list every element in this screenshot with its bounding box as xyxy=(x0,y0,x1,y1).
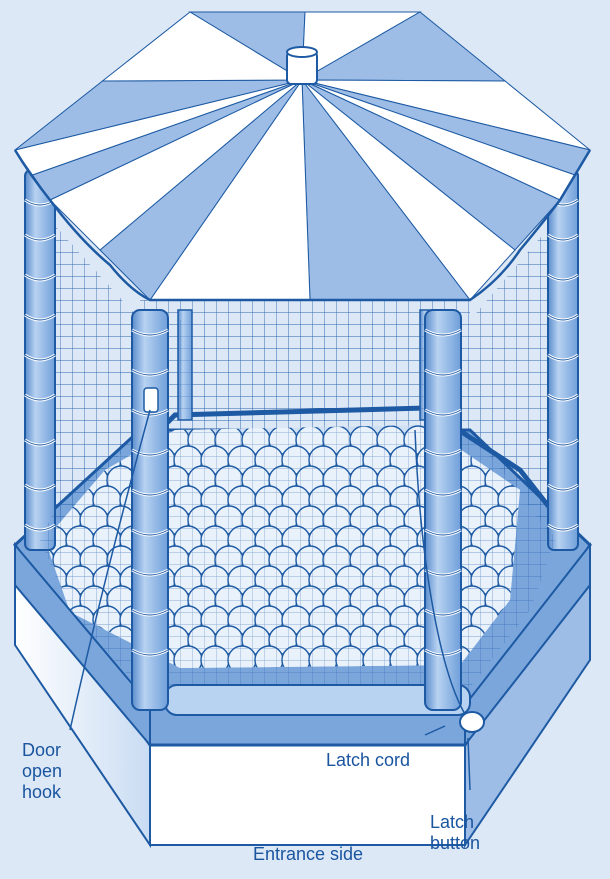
canopy-cap-top xyxy=(287,47,317,57)
front-right-pole xyxy=(425,310,461,710)
entrance-side-label: Entrance side xyxy=(253,844,363,865)
door-hook xyxy=(144,388,158,412)
latch-button-label: Latch button xyxy=(430,812,480,854)
front-left-pole xyxy=(132,310,168,710)
base-front-panel xyxy=(150,745,465,845)
latch-button xyxy=(460,712,484,732)
latch-cord-label: Latch cord xyxy=(326,750,410,771)
front-door-net xyxy=(165,320,430,700)
door-open-hook-label: Door open hook xyxy=(22,740,62,803)
